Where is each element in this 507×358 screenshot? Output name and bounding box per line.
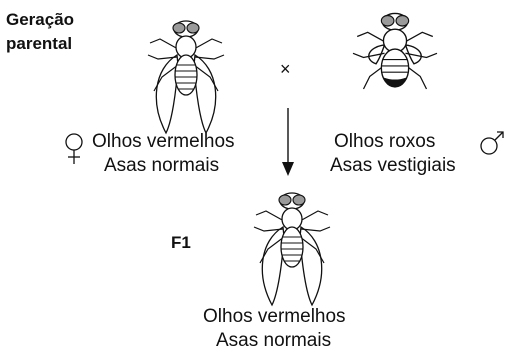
male-trait-eyes: Olhos roxos	[334, 131, 435, 153]
f1-trait-wings: Asas normais	[216, 330, 331, 352]
female-trait-eyes: Olhos vermelhos	[92, 131, 235, 153]
f1-trait-eyes: Olhos vermelhos	[203, 306, 346, 328]
parental-generation-label-line1: Geração	[6, 9, 74, 30]
female-fly-normal-wings	[148, 21, 224, 133]
female-trait-wings: Asas normais	[104, 155, 219, 177]
male-symbol-icon	[481, 132, 503, 154]
parental-generation-label-line2: parental	[6, 33, 72, 54]
female-symbol-icon	[66, 134, 82, 164]
male-fly-vestigial-wings	[353, 13, 437, 89]
f1-label: F1	[171, 232, 191, 253]
cross-arrow	[282, 108, 294, 176]
male-trait-wings: Asas vestigiais	[330, 155, 456, 177]
cross-symbol: ×	[280, 58, 291, 80]
f1-fly-normal-wings	[254, 193, 330, 305]
